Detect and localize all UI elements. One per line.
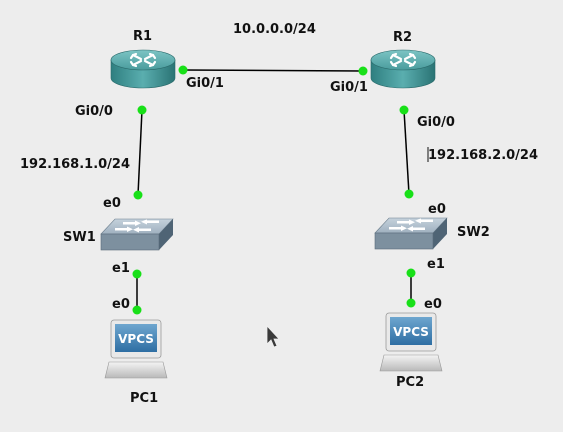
router-r2[interactable] [370, 49, 436, 89]
port-status-dot-sw2-e0 [404, 189, 414, 199]
network-label-r1-lan[interactable]: 192.168.1.0/24 [20, 157, 130, 172]
switch-side [433, 218, 447, 249]
pc-screen-label: VPCS [393, 325, 429, 339]
port-label-sw2-e0: e0 [428, 202, 446, 217]
switch-sw1-label[interactable]: SW1 [63, 230, 96, 245]
link-r2-sw2[interactable] [403, 109, 410, 195]
router-r1[interactable] [110, 49, 176, 89]
port-status-dot-sw2-e1 [406, 268, 416, 278]
link-r1-sw1[interactable] [137, 109, 143, 196]
monitor-screen [390, 317, 432, 345]
port-label-r1-gi01: Gi0/1 [186, 76, 224, 91]
port-status-dot-r1-gi00 [137, 105, 147, 115]
pc-screen-label: VPCS [118, 332, 154, 346]
switch-front [374, 232, 434, 250]
port-label-pc1-e0: e0 [112, 297, 130, 312]
port-status-dot-r2-gi00 [399, 105, 409, 115]
host-pc2-label[interactable]: PC2 [396, 375, 424, 390]
port-status-dot-pc2-e0 [406, 298, 416, 308]
port-status-dot-sw1-e0 [133, 190, 143, 200]
switch-arrows-icon [389, 218, 433, 232]
port-status-dot-r2-gi01 [358, 66, 368, 76]
link-status-dots [132, 65, 416, 315]
switch-sw1[interactable] [100, 218, 174, 251]
router-r1-label[interactable]: R1 [133, 29, 152, 44]
keyboard-base [379, 354, 443, 372]
switch-front [100, 233, 160, 251]
router-r2-label[interactable]: R2 [393, 30, 412, 45]
links [136, 69, 412, 310]
port-label-r2-gi01: Gi0/1 [330, 80, 368, 95]
port-status-dot-sw1-e1 [132, 269, 142, 279]
switch-sw2-label[interactable]: SW2 [457, 225, 490, 240]
network-label-r1-r2[interactable]: 10.0.0.0/24 [233, 22, 316, 37]
host-pc1[interactable]: VPCS [104, 319, 168, 379]
port-status-dot-pc1-e0 [132, 305, 142, 315]
host-pc2[interactable]: VPCS [379, 312, 443, 372]
port-label-sw1-e0: e0 [103, 196, 121, 211]
router-top [110, 49, 176, 71]
switch-arrows-icon [115, 219, 159, 233]
port-label-sw1-e1: e1 [112, 261, 130, 276]
port-label-r2-gi00: Gi0/0 [417, 115, 455, 130]
switch-side [159, 219, 173, 250]
port-label-pc2-e0: e0 [424, 297, 442, 312]
router-arrows-icon [129, 52, 157, 68]
port-label-sw2-e1: e1 [427, 257, 445, 272]
switch-sw2[interactable] [374, 217, 448, 250]
network-label-r2-lan[interactable]: 192.168.2.0/24 [428, 148, 538, 163]
monitor-screen [115, 324, 157, 352]
link-r1-r2[interactable] [182, 69, 363, 72]
mouse-pointer-icon [266, 324, 280, 348]
port-status-dot-r1-gi01 [178, 65, 188, 75]
port-label-r1-gi00: Gi0/0 [75, 104, 113, 119]
keyboard-base [104, 361, 168, 379]
host-pc1-label[interactable]: PC1 [130, 391, 158, 406]
router-arrows-icon [389, 52, 417, 68]
router-top [370, 49, 436, 71]
